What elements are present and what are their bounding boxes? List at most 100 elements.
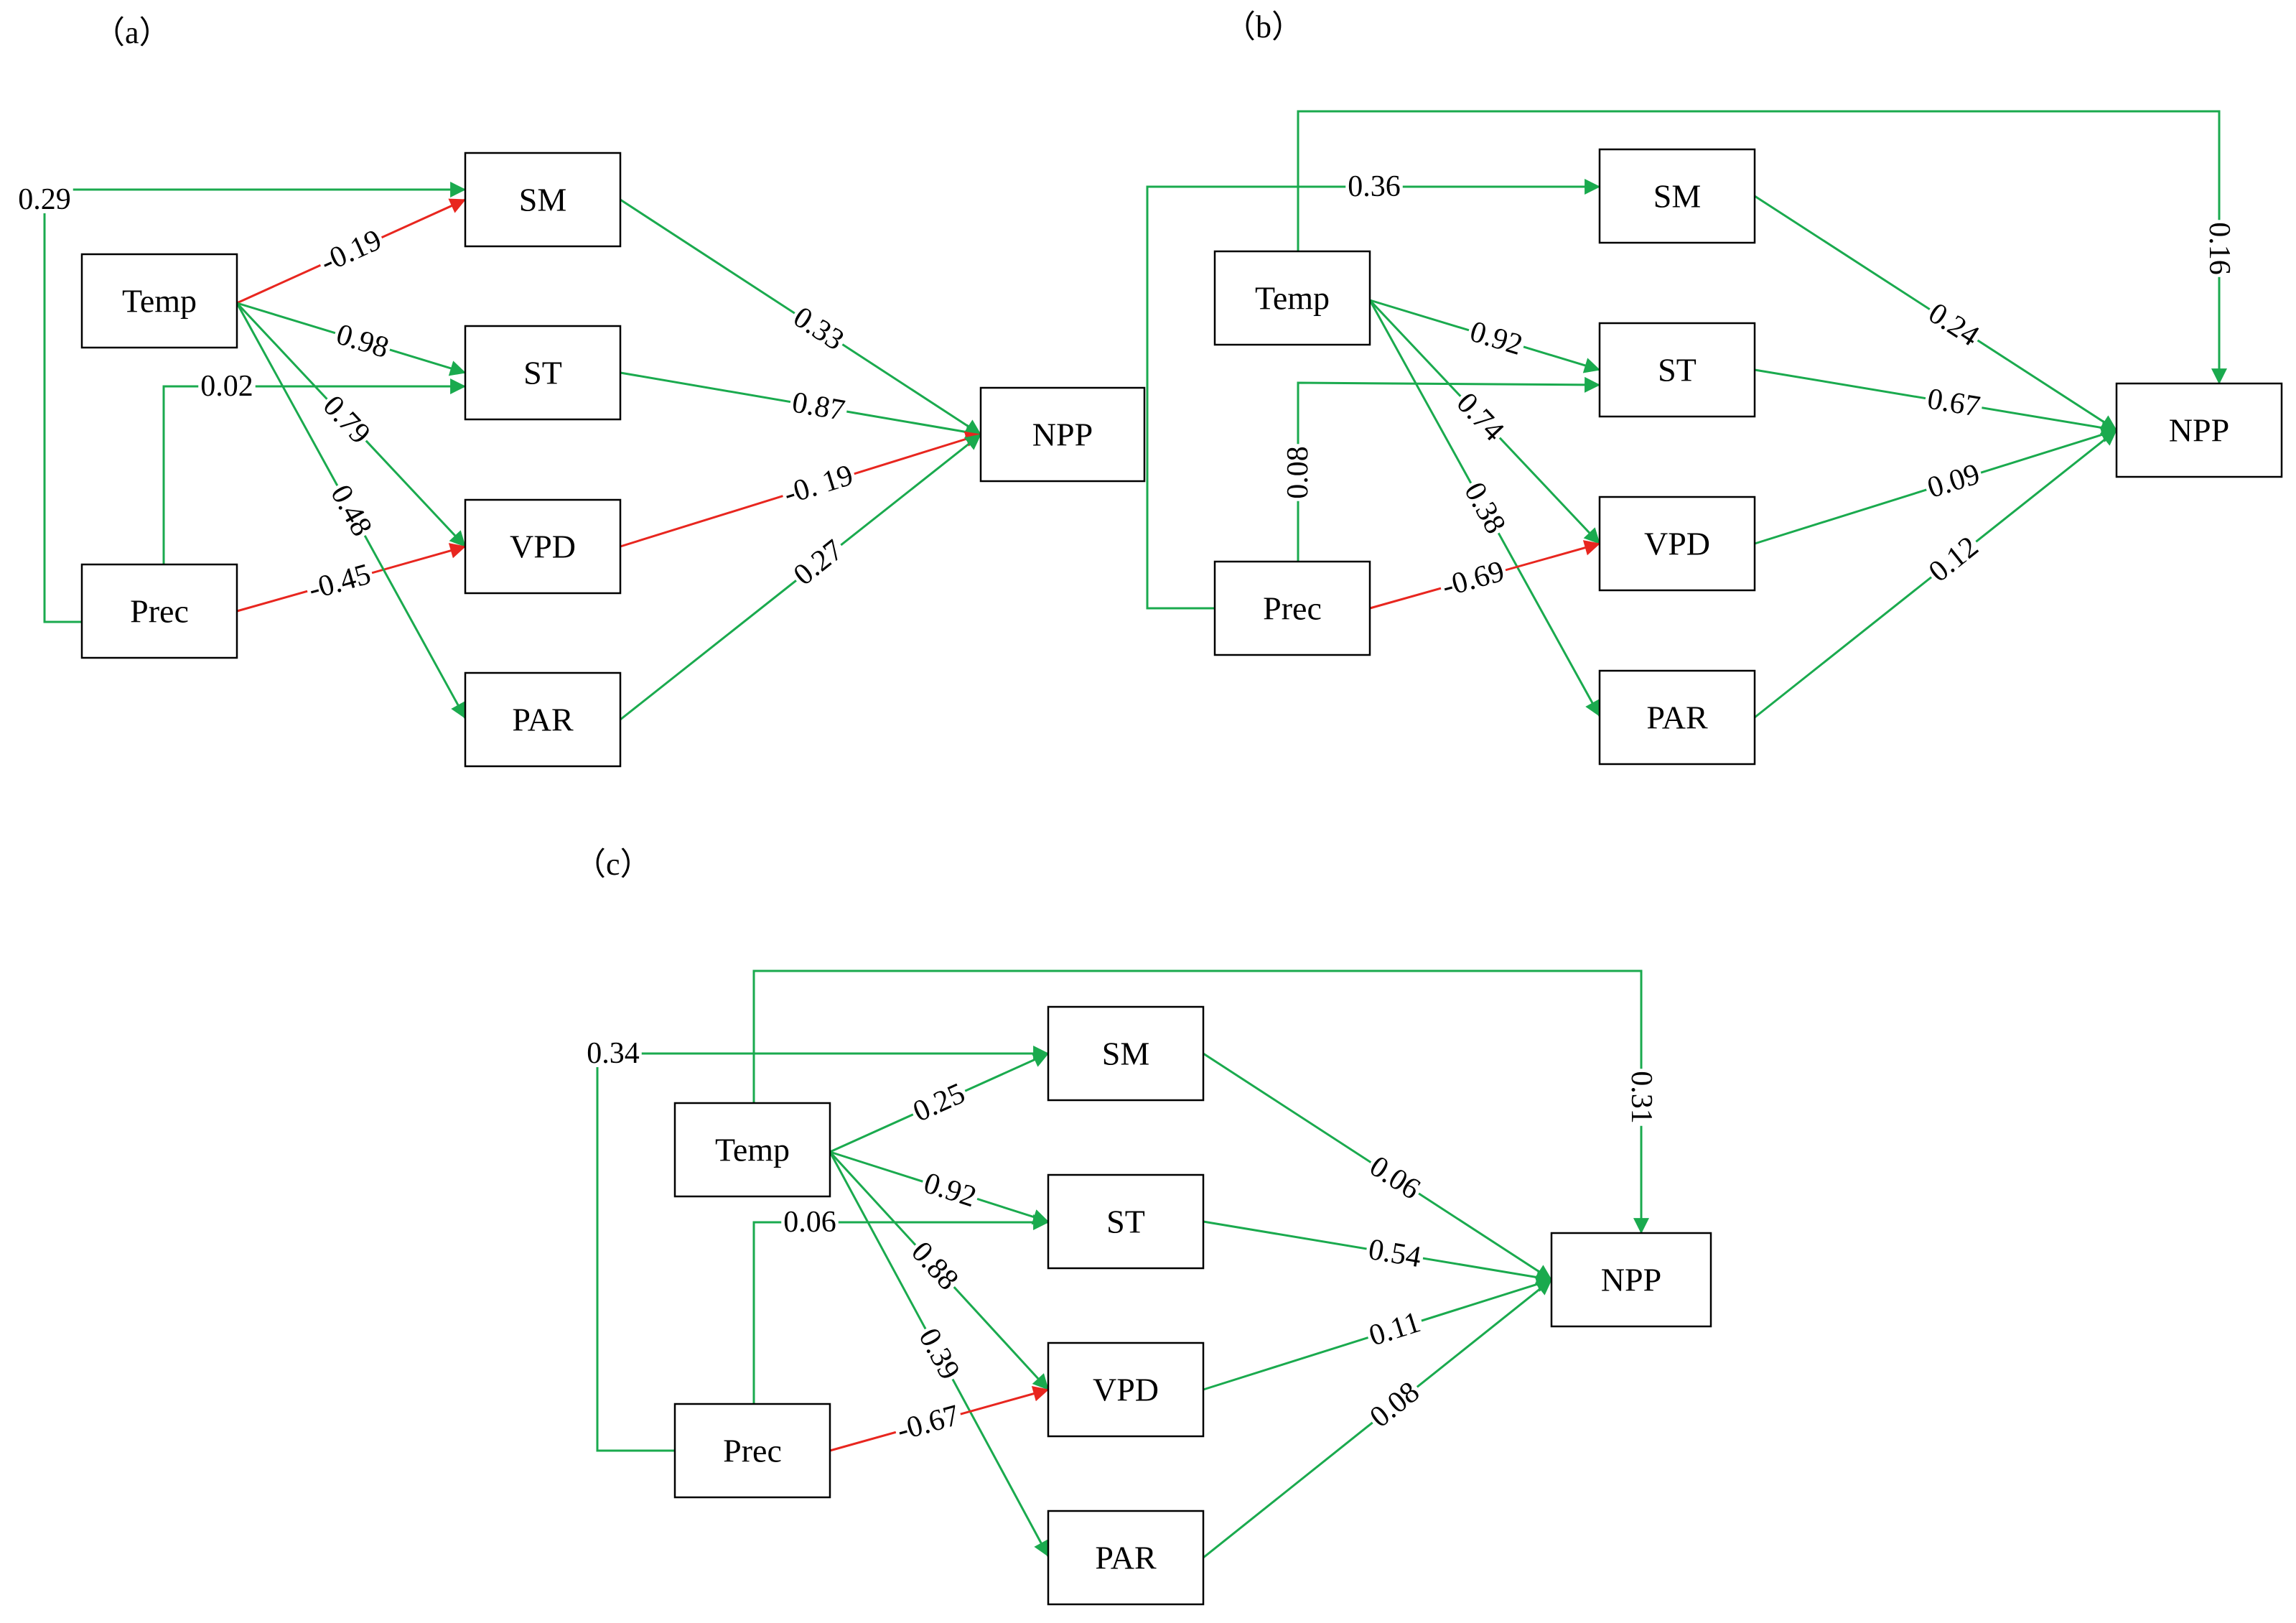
coef-label-b-prec-to-vpd: -0.69: [1437, 555, 1510, 604]
coef-label-a-prec-to-vpd: -0.45: [303, 557, 376, 607]
svg-text:PAR: PAR: [1646, 699, 1708, 736]
coef-label-b-vpd-to-npp: 0.09: [1922, 457, 1985, 505]
svg-text:Prec: Prec: [723, 1433, 782, 1469]
svg-text:Prec: Prec: [130, 593, 189, 630]
svg-text:PAR: PAR: [1095, 1540, 1157, 1576]
coef-label-a-temp-to-par: 0.48: [324, 479, 378, 542]
coef-label-b-temp-to-par: 0.38: [1457, 476, 1512, 540]
path-arrow-b-prec-to-st: [1297, 376, 1601, 562]
svg-text:0.06: 0.06: [783, 1206, 836, 1239]
svg-text:0.36: 0.36: [1348, 170, 1401, 203]
coef-label-a-st-to-npp: 0.87: [788, 386, 849, 427]
svg-text:VPD: VPD: [510, 529, 576, 565]
panel-label-b: （b）: [1224, 9, 1303, 45]
svg-text:-0. 19: -0. 19: [780, 459, 857, 511]
coef-label-c-temp-to-sm: 0.25: [907, 1076, 971, 1129]
svg-text:0.67: 0.67: [1925, 382, 1982, 423]
svg-text:0.54: 0.54: [1366, 1233, 1424, 1274]
node-b-sm: SM: [1598, 148, 1756, 244]
panel-label-a: （a）: [93, 15, 171, 50]
path-arrow-b-prec-to-sm: [1146, 179, 1601, 610]
node-c-sm: SM: [1047, 1005, 1205, 1102]
svg-text:SM: SM: [1653, 178, 1701, 215]
coef-label-a-temp-to-st: 0.98: [331, 318, 394, 365]
svg-text:0.12: 0.12: [1923, 530, 1984, 589]
node-c-prec: Prec: [673, 1403, 831, 1499]
coef-label-a-vpd-to-npp: -0. 19: [778, 459, 859, 511]
svg-text:0.02: 0.02: [200, 370, 253, 403]
svg-text:0.29: 0.29: [18, 183, 71, 216]
coef-label-c-par-to-npp: 0.08: [1364, 1375, 1426, 1434]
svg-text:0.08: 0.08: [1282, 446, 1315, 499]
svg-text:Temp: Temp: [122, 283, 197, 320]
node-a-sm: SM: [464, 152, 622, 248]
node-a-vpd: VPD: [464, 498, 622, 595]
svg-text:0.92: 0.92: [920, 1166, 980, 1214]
svg-text:PAR: PAR: [512, 702, 574, 738]
node-c-vpd: VPD: [1047, 1341, 1205, 1438]
coef-label-c-sm-to-npp: 0.06: [1363, 1150, 1427, 1206]
node-c-st: ST: [1047, 1173, 1205, 1270]
svg-text:0.08: 0.08: [1364, 1375, 1426, 1434]
svg-text:0.92: 0.92: [1466, 315, 1526, 362]
panel-label-c: （c）: [574, 847, 652, 882]
svg-text:0.98: 0.98: [332, 318, 393, 365]
coef-label-a-sm-to-npp: 0.33: [787, 301, 850, 358]
coef-label-c-prec-to-st: 0.06: [781, 1206, 839, 1239]
coef-label-b-par-to-npp: 0.12: [1923, 530, 1984, 589]
coef-label-c-prec-to-sm: 0.34: [584, 1037, 642, 1070]
svg-text:ST: ST: [523, 355, 562, 391]
svg-text:0.24: 0.24: [1923, 297, 1985, 353]
path-arrow-a-prec-to-st: [162, 378, 467, 564]
coef-label-b-temp-to-npp: 0.16: [2203, 220, 2236, 277]
svg-text:-0.69: -0.69: [1439, 555, 1508, 604]
node-a-par: PAR: [464, 671, 622, 768]
node-c-par: PAR: [1047, 1510, 1205, 1606]
svg-text:0.31: 0.31: [1625, 1071, 1658, 1124]
coef-label-a-prec-to-st: 0.02: [198, 370, 256, 403]
coef-label-b-prec-to-st: 0.08: [1282, 444, 1315, 501]
svg-text:NPP: NPP: [2169, 412, 2229, 449]
coef-label-c-st-to-npp: 0.54: [1364, 1233, 1426, 1274]
coef-label-b-sm-to-npp: 0.24: [1922, 297, 1985, 353]
svg-text:ST: ST: [1106, 1204, 1145, 1240]
svg-text:0.27: 0.27: [788, 534, 849, 592]
svg-text:NPP: NPP: [1601, 1262, 1661, 1298]
coef-label-c-temp-to-par: 0.39: [912, 1322, 966, 1386]
svg-text:0.33: 0.33: [788, 301, 850, 358]
svg-text:0.16: 0.16: [2203, 222, 2236, 275]
coef-label-c-temp-to-npp: 0.31: [1625, 1069, 1658, 1126]
node-a-npp: NPP: [979, 386, 1146, 483]
node-b-npp: NPP: [2115, 382, 2283, 478]
node-b-temp: Temp: [1213, 250, 1371, 346]
node-c-npp: NPP: [1550, 1232, 1712, 1328]
coef-label-c-temp-to-st: 0.92: [918, 1166, 981, 1214]
svg-text:0.87: 0.87: [790, 386, 847, 427]
path-arrow-a-prec-to-sm: [43, 182, 467, 623]
node-b-par: PAR: [1598, 669, 1756, 766]
svg-text:-0.19: -0.19: [316, 223, 387, 279]
coef-label-b-st-to-npp: 0.67: [1923, 382, 1984, 424]
coef-label-c-prec-to-vpd: -0.67: [892, 1399, 964, 1448]
svg-text:VPD: VPD: [1644, 526, 1710, 562]
node-b-st: ST: [1598, 322, 1756, 418]
svg-text:0.09: 0.09: [1923, 457, 1984, 505]
node-b-vpd: VPD: [1598, 496, 1756, 592]
path-arrow-c-prec-to-st: [752, 1214, 1050, 1404]
svg-text:VPD: VPD: [1093, 1372, 1159, 1408]
svg-text:SM: SM: [1102, 1036, 1149, 1072]
node-a-prec: Prec: [80, 563, 238, 659]
node-c-temp: Temp: [673, 1102, 831, 1198]
node-a-st: ST: [464, 325, 622, 421]
path-arrow-c-prec-to-sm: [596, 1046, 1050, 1452]
coef-label-a-prec-to-sm: 0.29: [16, 183, 73, 216]
svg-text:-0.45: -0.45: [305, 557, 375, 606]
svg-text:NPP: NPP: [1032, 417, 1093, 453]
path-arrow-b-temp-to-npp: [1297, 110, 2227, 385]
svg-text:0.06: 0.06: [1363, 1150, 1426, 1206]
svg-text:0.34: 0.34: [587, 1037, 640, 1070]
node-b-prec: Prec: [1213, 560, 1371, 656]
coef-label-b-temp-to-st: 0.92: [1465, 315, 1528, 362]
